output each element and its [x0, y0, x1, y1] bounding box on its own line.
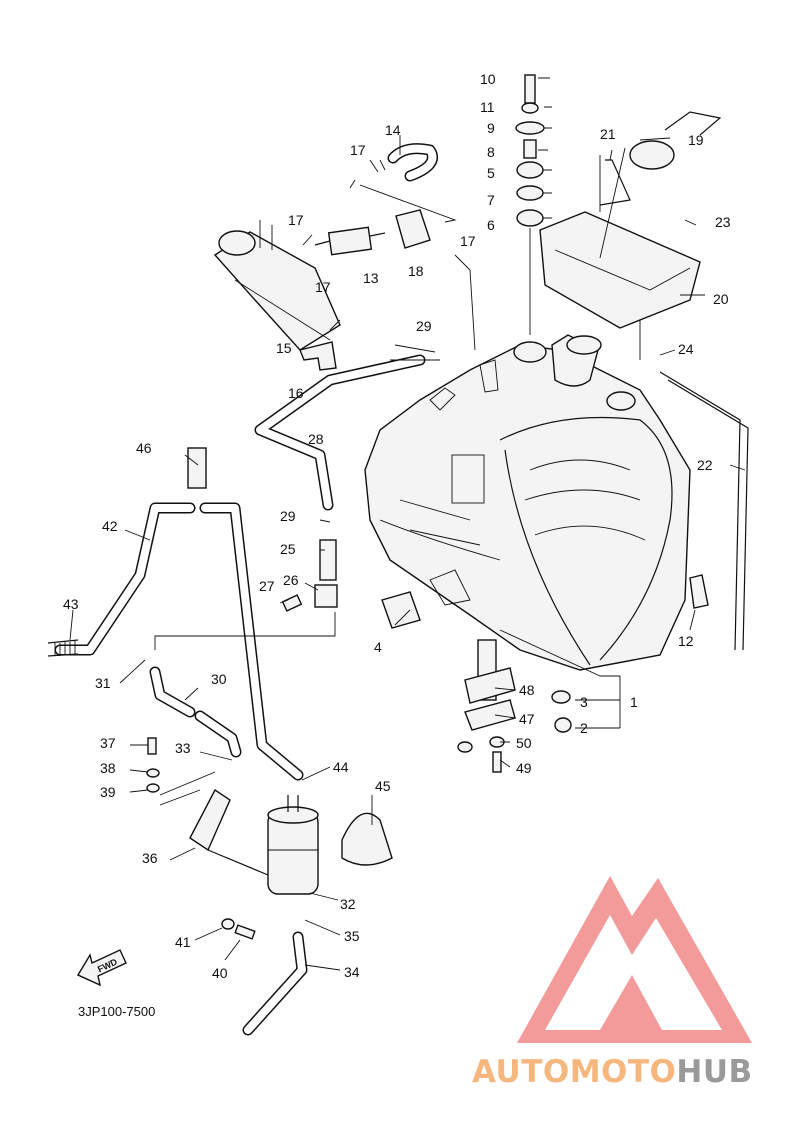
callout-11: 11 [480, 99, 495, 115]
callout-32: 32 [340, 896, 356, 912]
hose-43 [47, 639, 79, 657]
cover-45 [341, 812, 393, 866]
callout-20: 20 [713, 291, 729, 307]
callout-17-b: 17 [288, 212, 304, 228]
callout-17-c: 17 [460, 233, 476, 249]
callout-2: 2 [580, 720, 588, 736]
hose-34 [242, 931, 308, 1036]
cock-47-48 [464, 639, 516, 731]
callout-35: 35 [344, 928, 360, 944]
fitting-25-26 [314, 539, 338, 608]
callout-39: 39 [100, 784, 116, 800]
bracket-36 [189, 788, 269, 876]
callout-17-a: 17 [350, 142, 366, 158]
callout-15: 15 [276, 340, 292, 356]
watermark-part2: HUB [676, 1054, 752, 1090]
cap-19 [629, 111, 722, 170]
callout-37: 37 [100, 735, 116, 751]
hose-42 [54, 502, 196, 656]
callout-6: 6 [487, 217, 495, 233]
callout-45: 45 [375, 778, 391, 794]
callout-38: 38 [100, 760, 116, 776]
callout-19: 19 [688, 132, 704, 148]
callout-30: 30 [211, 671, 227, 687]
diagram-code: 3JP100-7500 [78, 1004, 155, 1019]
damper-4 [381, 591, 421, 629]
hose-28 [254, 354, 426, 511]
callout-50: 50 [516, 735, 532, 751]
bracket-16 [299, 341, 337, 371]
callout-1: 1 [630, 694, 638, 710]
callout-22: 22 [697, 457, 713, 473]
callout-17-d: 17 [315, 279, 331, 295]
callout-43: 43 [63, 596, 79, 612]
stack-5-11 [515, 74, 545, 227]
callout-41: 41 [175, 934, 191, 950]
callout-42: 42 [102, 518, 118, 534]
callout-49: 49 [516, 760, 532, 776]
callout-46: 46 [136, 440, 152, 456]
callout-9: 9 [487, 120, 495, 136]
fuel-pump-32 [267, 795, 319, 895]
fuel-filter-13 [314, 226, 386, 256]
callout-34: 34 [344, 964, 360, 980]
joint-18 [395, 209, 431, 249]
callout-27: 27 [259, 578, 275, 594]
callout-23: 23 [715, 214, 731, 230]
callout-48: 48 [519, 682, 535, 698]
bracket-21 [599, 159, 631, 206]
callout-36: 36 [142, 850, 158, 866]
watermark-part1: AUTOMOTO [472, 1054, 676, 1090]
callout-4: 4 [374, 639, 382, 655]
fasteners-37-41 [146, 594, 572, 940]
joint-46 [187, 447, 207, 489]
callout-29-b: 29 [280, 508, 296, 524]
callout-21: 21 [600, 126, 616, 142]
callout-3: 3 [580, 694, 588, 710]
leader-lines [69, 77, 746, 971]
fwd-arrow: FWD [76, 949, 127, 987]
hose-14 [387, 143, 438, 182]
callout-labels: 1 2 3 4 5 6 7 8 9 10 11 12 13 14 15 16 1… [63, 71, 731, 981]
callout-25: 25 [280, 541, 296, 557]
canister-15 [213, 220, 341, 351]
callout-8: 8 [487, 144, 495, 160]
callout-26: 26 [283, 572, 299, 588]
callout-28: 28 [308, 431, 324, 447]
tray-20 [539, 211, 701, 329]
callout-7: 7 [487, 192, 495, 208]
callout-33: 33 [175, 740, 191, 756]
callout-47: 47 [519, 711, 535, 727]
callout-10: 10 [480, 71, 496, 87]
callout-14: 14 [385, 122, 401, 138]
hose-30 [149, 666, 242, 758]
hose-22 [659, 371, 749, 651]
callout-16: 16 [288, 385, 304, 401]
stay-12 [689, 574, 709, 609]
callout-12: 12 [678, 633, 694, 649]
callout-31: 31 [95, 675, 111, 691]
callout-44: 44 [333, 759, 349, 775]
callout-18: 18 [408, 263, 424, 279]
callout-24: 24 [678, 341, 694, 357]
callout-29-a: 29 [416, 318, 432, 334]
callout-13: 13 [363, 270, 379, 286]
callout-5: 5 [487, 165, 495, 181]
watermark-logo [517, 876, 752, 1043]
watermark-text: AUTOMOTOHUB [472, 1054, 753, 1090]
hose-44 [199, 502, 304, 781]
fuel-tank [364, 334, 691, 671]
callout-40: 40 [212, 965, 228, 981]
